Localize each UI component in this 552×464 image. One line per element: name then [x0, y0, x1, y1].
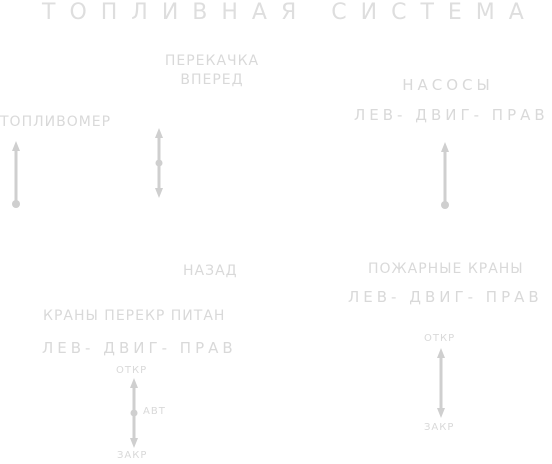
fire-valves-label: ПОЖАРНЫЕ КРАНЫ — [368, 261, 524, 277]
fire-valves-open-label: ОТКР — [424, 333, 456, 344]
crossfeed-open-label: ОТКР — [116, 365, 148, 376]
transfer-toggle-switch[interactable] — [151, 128, 167, 200]
fire-valves-closed-label: ЗАКР — [424, 422, 455, 433]
pumps-switch[interactable] — [437, 142, 453, 210]
fire-valves-switch[interactable] — [433, 348, 449, 420]
fuel-gauge-switch[interactable] — [8, 141, 24, 209]
crossfeed-label: КРАНЫ ПЕРЕКР ПИТАН — [43, 308, 226, 324]
crossfeed-auto-label: АВТ — [143, 406, 166, 417]
transfer-forward-label-1: ПЕРЕКАЧКА — [164, 53, 260, 69]
crossfeed-sub-label: ЛЕВ- ДВИГ- ПРАВ — [42, 339, 237, 357]
transfer-back-label: НАЗАД — [183, 263, 238, 279]
fire-valves-sub-label: ЛЕВ- ДВИГ- ПРАВ — [348, 288, 543, 306]
page-title: ТОПЛИВНАЯ СИСТЕМА — [42, 0, 538, 25]
transfer-forward-label-2: ВПЕРЕД — [180, 72, 244, 88]
pumps-label: НАСОСЫ — [402, 76, 494, 94]
crossfeed-switch[interactable] — [126, 378, 142, 450]
pumps-sub-label: ЛЕВ- ДВИГ- ПРАВ — [354, 106, 549, 124]
fuel-gauge-label: ТОПЛИВОМЕР — [0, 114, 112, 130]
crossfeed-closed-label: ЗАКР — [117, 450, 148, 461]
